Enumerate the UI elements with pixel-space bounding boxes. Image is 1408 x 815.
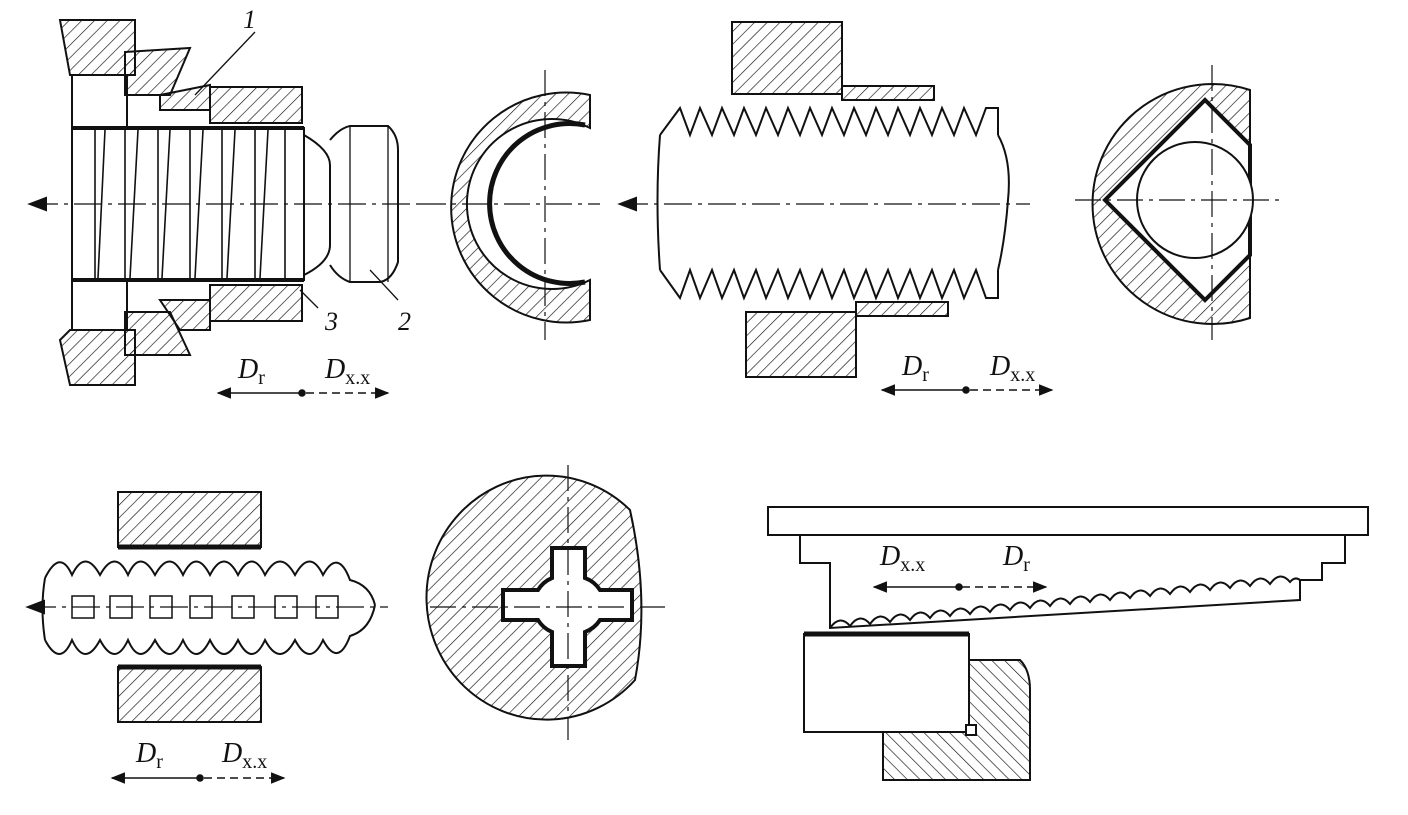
label-main-motion-c: Dr [901,351,929,386]
panel-cross-section [425,465,665,740]
label-aux-motion-e: Dx.x [221,738,267,773]
part-label-2: 2 [398,307,411,336]
label-aux-motion-g: Dx.x [879,541,925,576]
label-main-motion-g: Dr [1002,541,1030,576]
motion-arrows-c [880,384,1054,396]
label-main-motion-a: Dr [237,354,265,389]
panel-spline-rolling [25,491,388,723]
motion-arrows-g [872,581,1048,593]
label-main-motion-e: Dr [135,738,163,773]
motion-arrows-e [110,772,286,784]
panel-c-section [420,70,600,340]
panel-threading-tool [27,19,420,386]
part-label-1: 1 [243,5,256,34]
label-aux-motion-c: Dx.x [989,351,1035,386]
label-aux-motion-a: Dx.x [324,354,370,389]
part-label-3: 3 [324,307,338,336]
motion-arrows-a [216,387,390,399]
panel-thread-rolling [617,21,1030,378]
panel-square-section [1075,65,1280,340]
panel-flat-die-rolling [767,506,1369,781]
